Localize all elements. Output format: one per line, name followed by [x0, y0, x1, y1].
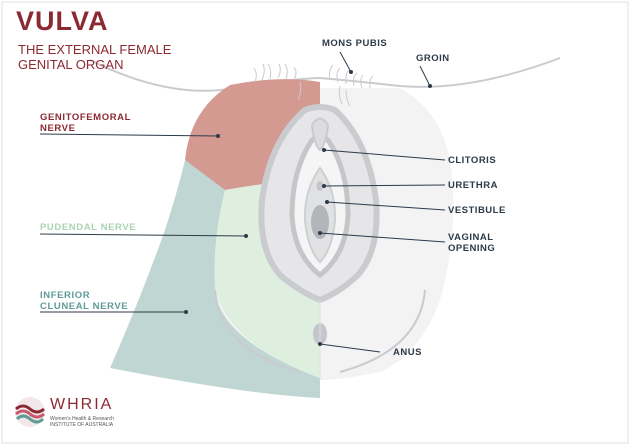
inferior-cluneal-nerve-label: INFERIOR CLUNEAL NERVE	[40, 290, 180, 312]
right-buttock-line	[339, 289, 426, 373]
pudendal-line-1: PUDENDAL NERVE	[40, 222, 137, 233]
vestibule-leader	[326, 201, 446, 211]
pubic-hair	[253, 63, 374, 107]
urethra-label: URETHRA	[448, 180, 498, 191]
page-subtitle: THE EXTERNAL FEMALE GENITAL ORGAN	[18, 42, 218, 72]
urethra-shape	[316, 181, 324, 191]
vaginal-opening-line-2: OPENING	[448, 243, 496, 254]
subtitle-line-1: THE EXTERNAL FEMALE	[18, 42, 172, 57]
clitoris-label: CLITORIS	[448, 155, 497, 166]
clitoral-hood	[310, 117, 330, 152]
mons-pubis-label: MONS PUBIS	[322, 38, 388, 49]
whria-logo-subtitle: Women's Health & Research INSTITUTE OF A…	[50, 416, 130, 428]
whria-logo-name: WHRIA	[50, 396, 114, 413]
genitofemoral-nerve-label: GENITOFEMORAL NERVE	[40, 112, 180, 134]
vaginal-opening-shape	[311, 205, 329, 239]
genitofemoral-line-1: GENITOFEMORAL	[40, 112, 132, 123]
anus-label: ANUS	[393, 347, 422, 358]
groin-label: GROIN	[416, 53, 450, 64]
whria-logo: WHRIA Women's Health & Research INSTITUT…	[14, 396, 134, 436]
clitoris-leader	[323, 149, 446, 161]
genitofemoral-line-2: NERVE	[40, 123, 76, 134]
vaginal-opening-line-1: VAGINAL	[448, 232, 494, 243]
anus-leader	[319, 343, 381, 353]
genitofemoral-leader	[39, 133, 219, 137]
mons-pubis-leader	[339, 51, 352, 73]
pudendal-leader	[39, 233, 247, 237]
vestibule-label: VESTIBULE	[448, 205, 506, 216]
urethra-leader	[323, 184, 446, 187]
groin-fold	[89, 57, 561, 92]
page-title: VULVA	[16, 6, 109, 36]
whria-logo-icon	[15, 397, 45, 427]
subtitle-line-2: GENITAL ORGAN	[18, 57, 124, 72]
inferior-cluneal-line-2: CLUNEAL NERVE	[40, 301, 129, 312]
vaginal-opening-label: VAGINAL OPENING	[448, 232, 558, 254]
vaginal-opening-leader	[319, 232, 446, 243]
left-buttock-line	[214, 289, 301, 373]
whria-sub-line-2: INSTITUTE OF AUSTRALIA	[50, 422, 114, 428]
leader-lines	[39, 51, 446, 353]
groin-leader	[419, 65, 431, 87]
pudendal-nerve-label: PUDENDAL NERVE	[40, 222, 180, 233]
whria-sub-line-1: Women's Health & Research	[50, 416, 114, 422]
inferior-cluneal-line-1: INFERIOR	[40, 290, 91, 301]
leader-dots	[184, 70, 432, 346]
